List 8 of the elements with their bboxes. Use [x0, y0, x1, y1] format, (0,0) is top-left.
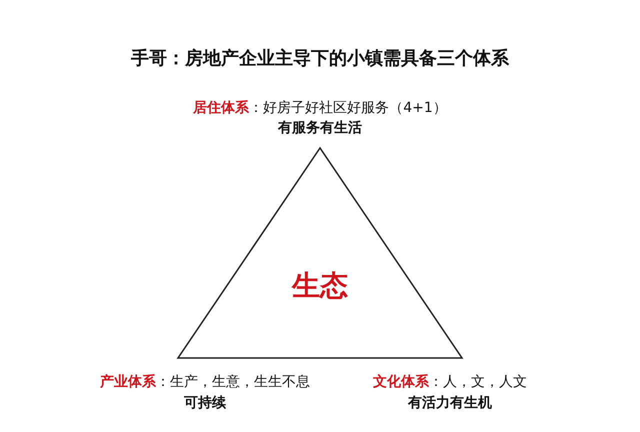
- vertex-label: 文化体系：人，文，人文: [373, 373, 527, 391]
- vertex-label: 居住体系：好房子好社区好服务（4+1）: [193, 99, 447, 117]
- vertex-caption: 有服务有生活: [278, 119, 362, 137]
- vertex-caption: 有活力有生机: [408, 394, 492, 412]
- vertex-caption: 可持续: [184, 394, 226, 412]
- title: 手哥：房地产企业主导下的小镇需具备三个体系: [131, 48, 509, 70]
- center-label: 生态: [292, 270, 348, 302]
- vertex-label: 产业体系：生产，生意，生生不息: [100, 373, 310, 391]
